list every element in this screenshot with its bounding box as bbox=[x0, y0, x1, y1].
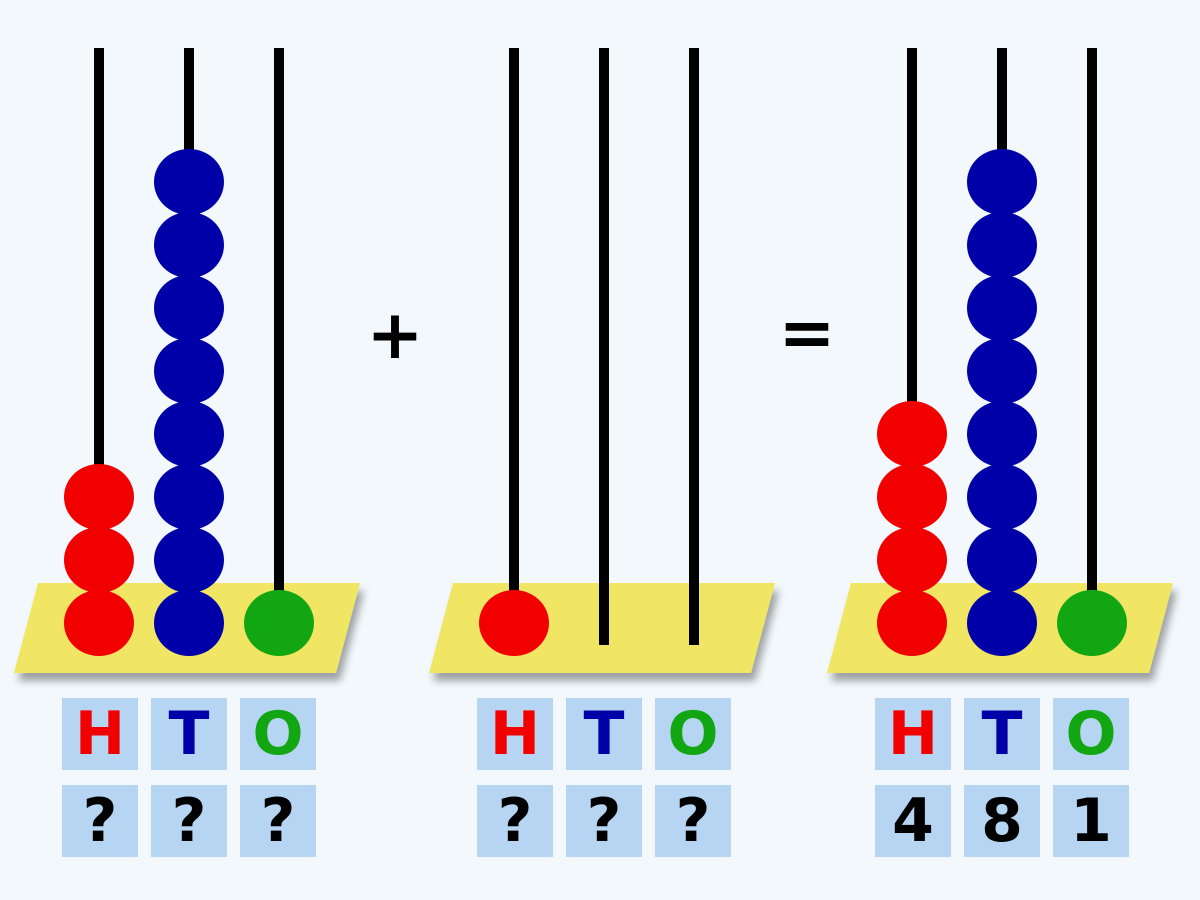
hundreds-bead bbox=[877, 401, 947, 467]
digit-box-ones: ? bbox=[240, 785, 316, 857]
abacus-rod-tens bbox=[599, 48, 609, 645]
place-label-ones: O bbox=[240, 698, 316, 770]
hundreds-bead bbox=[877, 464, 947, 530]
tens-bead bbox=[967, 338, 1037, 404]
tens-bead bbox=[967, 590, 1037, 656]
digit-box-tens: 8 bbox=[964, 785, 1040, 857]
digit-box-hundreds: ? bbox=[477, 785, 553, 857]
hundreds-bead bbox=[64, 590, 134, 656]
ones-bead bbox=[1057, 590, 1127, 656]
tens-bead bbox=[154, 401, 224, 467]
hundreds-bead bbox=[877, 590, 947, 656]
digit-box-hundreds: ? bbox=[62, 785, 138, 857]
place-label-ones: O bbox=[655, 698, 731, 770]
abacus-rod-hundreds bbox=[94, 48, 104, 645]
tens-bead bbox=[154, 527, 224, 593]
hundreds-bead bbox=[479, 590, 549, 656]
tens-bead bbox=[154, 590, 224, 656]
hundreds-bead bbox=[64, 464, 134, 530]
tens-bead bbox=[154, 338, 224, 404]
digit-box-hundreds: 4 bbox=[875, 785, 951, 857]
hundreds-bead bbox=[64, 527, 134, 593]
tens-bead bbox=[967, 149, 1037, 215]
tens-bead bbox=[967, 401, 1037, 467]
tens-bead bbox=[154, 149, 224, 215]
digit-box-ones: ? bbox=[655, 785, 731, 857]
place-label-tens: T bbox=[566, 698, 642, 770]
place-label-hundreds: H bbox=[62, 698, 138, 770]
abacus-rod-ones bbox=[689, 48, 699, 645]
tens-bead bbox=[154, 464, 224, 530]
place-label-ones: O bbox=[1053, 698, 1129, 770]
plus-sign: + bbox=[366, 296, 424, 375]
digit-box-tens: ? bbox=[566, 785, 642, 857]
tens-bead bbox=[967, 275, 1037, 341]
hundreds-bead bbox=[877, 527, 947, 593]
tens-bead bbox=[967, 527, 1037, 593]
place-label-tens: T bbox=[964, 698, 1040, 770]
digit-box-ones: 1 bbox=[1053, 785, 1129, 857]
place-label-hundreds: H bbox=[477, 698, 553, 770]
abacus-rod-ones bbox=[1087, 48, 1097, 645]
abacus-rod-ones bbox=[274, 48, 284, 645]
place-label-hundreds: H bbox=[875, 698, 951, 770]
abacus-rod-hundreds bbox=[907, 48, 917, 645]
ones-bead bbox=[244, 590, 314, 656]
equals-sign: = bbox=[778, 294, 836, 373]
place-label-tens: T bbox=[151, 698, 227, 770]
tens-bead bbox=[967, 464, 1037, 530]
tens-bead bbox=[154, 275, 224, 341]
tens-bead bbox=[967, 212, 1037, 278]
abacus-rod-hundreds bbox=[509, 48, 519, 645]
digit-box-tens: ? bbox=[151, 785, 227, 857]
tens-bead bbox=[154, 212, 224, 278]
